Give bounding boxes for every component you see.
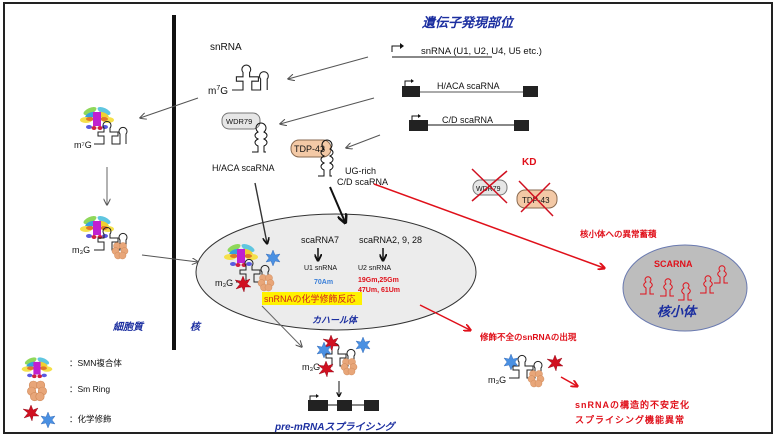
smn-snrna-m7g: m⁷G (74, 105, 128, 150)
nucleolus-label: 核小体 (657, 304, 698, 319)
svg-text:m₃G: m₃G (215, 278, 233, 288)
u2-modification-2: 47Um, 61Um (358, 287, 400, 294)
arrow-snrna-transcription (288, 56, 369, 79)
legend-smn-label: ：SMN複合体 (69, 358, 122, 368)
incomplete-snrna: m₃G (488, 353, 564, 388)
chemical-modification-icon (22, 404, 56, 429)
snrnp-in-cajal: m₃G (215, 242, 281, 293)
tdp43-knockdown: TDP-43 (516, 180, 558, 217)
ugrich-label: UG-rich (345, 166, 376, 176)
cytoplasm-label: 細胞質 (112, 321, 145, 333)
legend-modification-label: ：化学修飾 (69, 414, 112, 424)
nucleus-label: 核 (190, 321, 202, 333)
gene-snrna-label: snRNA (U1, U2, U4, U5 etc.) (421, 46, 542, 57)
wdr79-knockdown: WDR79 (471, 168, 508, 204)
figure-frame (3, 2, 773, 434)
svg-text:m₃G: m₃G (488, 375, 506, 385)
arrow-export (140, 97, 199, 118)
haca-scarna-label: H/ACA scaRNA (212, 163, 275, 173)
legend-smring-label: ：Sm Ring (69, 384, 110, 394)
cajal-body-label: カハール体 (312, 315, 359, 325)
smn-complex-icon (21, 355, 53, 379)
gene-cd-scarna: C/D scaRNA (409, 114, 529, 131)
wdr79-haca-complex: WDR79 H/ACA scaRNA (212, 112, 275, 173)
kd-label: KD (522, 157, 536, 168)
arrow-haca-transcription (280, 97, 375, 124)
u1-modification: 70Am (314, 279, 333, 286)
incomplete-label: 修飾不全のsnRNAの出現 (479, 332, 577, 342)
u2-snrna-label: U2 snRNA (358, 265, 391, 272)
svg-text:m₃G: m₃G (302, 362, 320, 372)
result-splicing-defect: スプライシング機能異常 (575, 414, 685, 425)
arrow-haca-to-cajal (254, 182, 267, 243)
svg-text:TDP-43: TDP-43 (522, 196, 550, 205)
svg-text:m⁷G: m⁷G (74, 140, 92, 150)
svg-text:WDR79: WDR79 (476, 186, 501, 193)
arrow-abnormal-accumulation (373, 183, 604, 268)
u2-modification-1: 19Gm,25Gm (358, 277, 399, 284)
sm-ring-icon (27, 380, 47, 402)
pre-mrna-gene (308, 394, 379, 411)
gene-haca-label: H/ACA scaRNA (437, 81, 500, 91)
scarna2-label: scaRNA2, 9, 28 (359, 235, 422, 245)
tdp43-cd-complex: TDP-43 UG-rich C/D scaRNA (290, 139, 388, 187)
reaction-label: snRNAの化学修飾反応 (264, 293, 356, 304)
splicing-label: pre-mRNAスプライシング (274, 421, 396, 433)
arrow-incomplete-modification (419, 304, 470, 330)
arrow-cd-to-cajal (329, 186, 345, 222)
mature-snrnp: m₃G (302, 334, 371, 378)
gene-haca-scarna: H/ACA scaRNA (402, 79, 538, 97)
arrow-cd-transcription (346, 134, 381, 148)
wdr79-label: WDR79 (226, 117, 252, 126)
page-title: 遺伝子発現部位 (421, 15, 515, 30)
legend: ：SMN複合体 ：Sm Ring ：化学修飾 (21, 355, 122, 429)
result-instability: snRNAの構造的不安定化 (575, 399, 690, 410)
arrow-to-splicing (261, 305, 302, 347)
u1-snrna-label: U1 snRNA (304, 265, 337, 272)
svg-text:m₃G: m₃G (72, 245, 90, 255)
ugrich-cd-label: C/D scaRNA (337, 177, 388, 187)
svg-text:m7G: m7G (208, 85, 228, 97)
nucleolus (622, 244, 748, 332)
snrna-m7g: m7G (208, 64, 269, 97)
gene-cd-label: C/D scaRNA (442, 115, 493, 125)
scarna-accumulated (640, 265, 728, 301)
snrna-label: snRNA (210, 42, 242, 53)
arrow-instability (560, 376, 577, 386)
scarna-label: SCARNA (654, 259, 693, 269)
smn-snrna-m3g: m₃G (72, 214, 129, 260)
scarna7-label: scaRNA7 (301, 235, 339, 245)
arrow-import (141, 254, 198, 262)
reaction-highlight (262, 292, 362, 305)
tdp43-label: TDP-43 (294, 144, 325, 154)
gene-snrna: snRNA (U1, U2, U4, U5 etc.) (391, 43, 542, 58)
accumulation-label: 核小体への異常蓄積 (580, 229, 657, 239)
